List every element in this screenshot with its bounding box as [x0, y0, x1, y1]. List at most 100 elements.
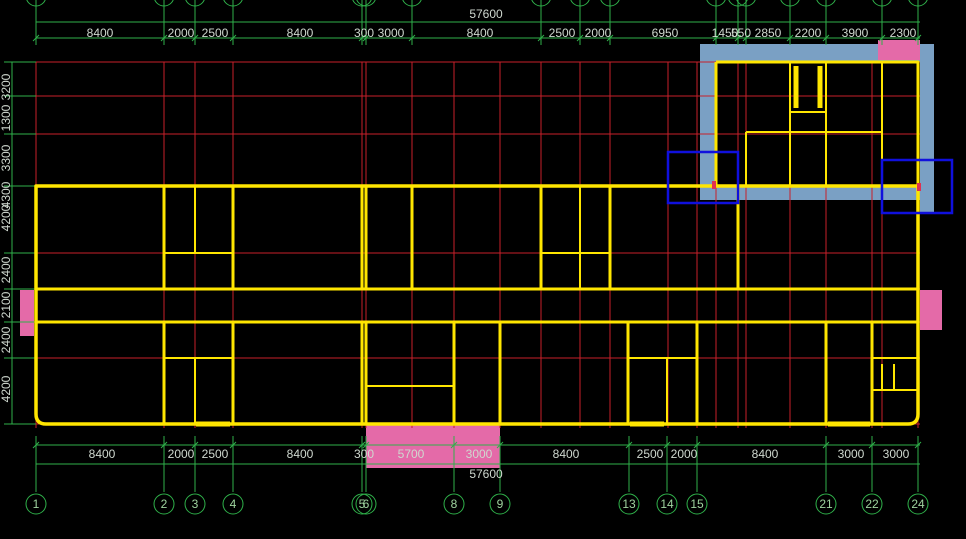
upper-right-block-fill [700, 44, 934, 212]
axis-bubble-label: 13 [622, 497, 636, 511]
selection-marker-left[interactable] [666, 150, 740, 205]
axis-bubble-circle [402, 0, 422, 7]
dim-slash-top [878, 34, 886, 42]
axis-bubble-label: 11 [574, 0, 587, 3]
top-dim-label: 8400 [87, 26, 114, 40]
left-dim-label: 4200 [0, 204, 13, 231]
axis-bubble-circle [222, 493, 244, 515]
axis-bubble-circle [656, 493, 678, 515]
axis-bubble: 23 [872, 0, 892, 7]
dim-slash-bottom [868, 441, 876, 449]
axis-bubble-label: 9 [497, 497, 504, 511]
dim-slash-bottom [822, 441, 830, 449]
axis-bubble: 9 [489, 493, 511, 515]
axis-bubble: 16 [706, 0, 726, 7]
axis-bubble: 21 [815, 493, 837, 515]
axis-bubble-circle [153, 493, 175, 515]
left-dim-label: 3200 [0, 73, 13, 100]
axis-bubble-label: 24 [911, 0, 925, 3]
axis-bubble-circle [618, 493, 640, 515]
pink-opening-top-right [878, 40, 920, 60]
dim-slash-top [160, 34, 168, 42]
bottom-dim-label: 2500 [202, 447, 229, 461]
selection-marker-right[interactable] [880, 158, 954, 215]
axis-bubble-circle [907, 493, 929, 515]
axis-bubble-circle [531, 0, 551, 7]
dim-slash-top [914, 34, 922, 42]
axis-bubble-label: 3 [192, 0, 199, 3]
axis-bubble: 1 [25, 493, 47, 515]
axis-bubble: 1 [26, 0, 46, 7]
highlight-point-left [712, 181, 716, 189]
highlight-point-right [917, 183, 921, 191]
axis-bubble-label: 24 [911, 497, 925, 511]
top-dim-label: 1450 [712, 26, 739, 40]
bottom-dim-label: 2500 [637, 447, 664, 461]
wall-segment [34, 184, 920, 426]
axis-bubble-circle [706, 0, 726, 7]
axis-bubble-circle [351, 493, 373, 515]
axis-bubble-label: 18 [739, 0, 753, 3]
top-dim-label: 3000 [378, 26, 405, 40]
axis-bubble: 4 [223, 0, 243, 7]
axis-bubble-label: 10 [534, 0, 548, 3]
axis-bubble-circle [780, 0, 800, 7]
axis-bubble-label: 21 [819, 497, 833, 511]
axis-bubble: 13 [618, 493, 640, 515]
dim-slash-bottom [229, 441, 237, 449]
axis-bubble-circle [356, 0, 376, 7]
top-dim-label: 300 [354, 26, 374, 40]
axis-bubble: 3 [185, 0, 205, 7]
axis-bubble-circle [908, 0, 928, 7]
top-dim-label: 2850 [755, 26, 782, 40]
axis-bubble-label: 1 [33, 0, 40, 3]
dim-slash-bottom [663, 441, 671, 449]
total-length-top: 57600 [469, 7, 503, 21]
bottom-dim-label: 8400 [553, 447, 580, 461]
dim-slash-top [358, 34, 366, 42]
axis-bubble-label: 2 [161, 0, 168, 3]
axis-bubble-label: 8 [451, 497, 458, 511]
dim-slash-bottom [160, 441, 168, 449]
left-dim-label: 2400 [0, 326, 13, 353]
bottom-dim-label: 8400 [287, 447, 314, 461]
axis-bubble: 18 [736, 0, 756, 7]
pink-openings [20, 40, 942, 468]
axis-bubble-label: 23 [875, 0, 889, 3]
bottom-dim-label: 2000 [671, 447, 698, 461]
axis-bubble-circle [26, 0, 46, 7]
axis-bubble-label: 14 [660, 497, 674, 511]
axis-bubble-label: 20 [819, 0, 833, 3]
axis-bubble-label: 1 [33, 497, 40, 511]
dim-slash-bottom [450, 441, 458, 449]
axis-bubble-circle [154, 0, 174, 7]
axis-bubble-label: 5 [359, 497, 366, 511]
axis-bubble-label: 19 [783, 0, 797, 3]
axis-bubble-circle [489, 493, 511, 515]
axis-bubble-circle [352, 0, 372, 7]
axis-bubble-circle [815, 493, 837, 515]
bottom-dim-label: 8400 [752, 447, 779, 461]
axis-bubble-label: 5 [359, 0, 366, 3]
dim-slash-top [786, 34, 794, 42]
axis-bubble: 11 [570, 0, 590, 7]
axis-bubble-circle [600, 0, 620, 7]
axis-bubble: 8 [443, 493, 465, 515]
axis-bubble-label: 7 [409, 0, 416, 3]
pink-opening-bottom [366, 424, 500, 468]
dim-slash-bottom [362, 441, 370, 449]
axis-bubble-circle [184, 493, 206, 515]
top-dim-label: 3900 [842, 26, 869, 40]
axis-bubble: 3 [184, 493, 206, 515]
bottom-dim-label: 8400 [89, 447, 116, 461]
axis-bubble-circle [355, 493, 377, 515]
dim-slash-top [742, 34, 750, 42]
dim-slash-bottom [496, 441, 504, 449]
axis-bubble: 7 [402, 0, 422, 7]
axis-bubble: 5 [351, 493, 373, 515]
dim-slash-bottom [191, 441, 199, 449]
dim-slash-top [229, 34, 237, 42]
